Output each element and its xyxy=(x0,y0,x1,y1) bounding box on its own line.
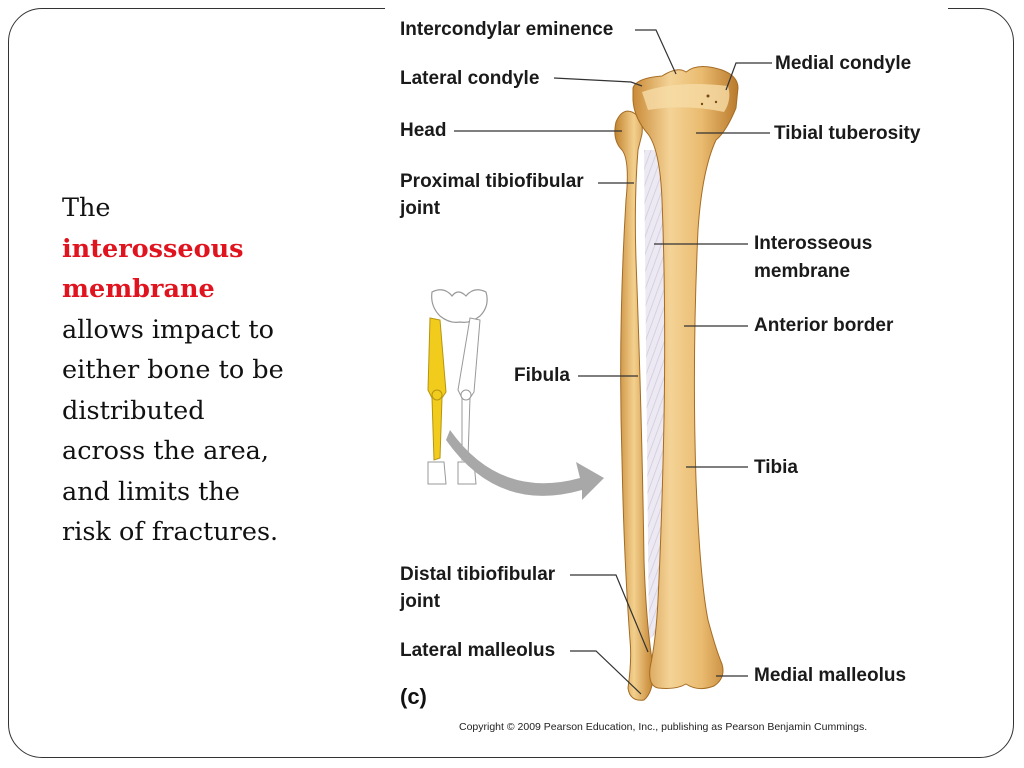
label-lateral-malleolus: Lateral malleolus xyxy=(400,640,556,661)
text-line: distributed xyxy=(62,395,205,426)
skeleton-inset xyxy=(427,289,604,500)
pelvis-icon xyxy=(431,289,488,323)
label-distal-joint-2: joint xyxy=(400,591,441,612)
text-intro: The xyxy=(62,193,111,223)
leg-bones-illustration xyxy=(454,29,772,701)
label-interosseous-2: membrane xyxy=(754,261,851,282)
text-line: allows impact to xyxy=(62,314,274,345)
label-tibia: Tibia xyxy=(754,457,798,478)
anatomy-figure: Intercondylar eminence Lateral condyle H… xyxy=(386,0,948,745)
label-fibula: Fibula xyxy=(514,365,570,386)
tibia-bone xyxy=(632,66,739,690)
label-interosseous-1: Interosseous xyxy=(754,233,873,254)
bone-pore xyxy=(706,94,710,98)
label-anterior-border: Anterior border xyxy=(754,315,894,336)
leader-distal-joint xyxy=(570,574,649,653)
foot-icon xyxy=(427,461,447,485)
fibula-bone xyxy=(614,110,654,701)
slide-body-text: The interosseous membrane allows impact … xyxy=(62,188,352,553)
label-medial-condyle: Medial condyle xyxy=(775,53,912,74)
label-intercondylar-eminence: Intercondylar eminence xyxy=(400,19,614,40)
bone-pore xyxy=(700,102,704,106)
tibial-plateau xyxy=(642,84,730,112)
leader-intercondylar xyxy=(635,29,677,75)
leader-lateral-condyle xyxy=(553,77,643,87)
leader-lines xyxy=(454,29,772,695)
panel-tag: (c) xyxy=(400,684,427,709)
pointer-arrow-icon xyxy=(446,430,604,500)
bone-pore xyxy=(714,100,718,104)
knee-icon xyxy=(460,389,472,401)
label-tibial-tuberosity: Tibial tuberosity xyxy=(774,123,921,144)
text-line: risk of fractures. xyxy=(62,517,279,547)
label-head: Head xyxy=(400,120,447,141)
label-proximal-joint-2: joint xyxy=(400,198,441,219)
leader-lateral-malleolus xyxy=(570,650,642,695)
text-line: across the area, xyxy=(62,436,269,466)
highlighted-leg-icon xyxy=(427,317,447,461)
text-highlight: interosseous membrane xyxy=(62,233,244,305)
text-line: and limits the xyxy=(62,476,240,507)
label-distal-joint-1: Distal tibiofibular xyxy=(400,564,556,585)
label-lateral-condyle: Lateral condyle xyxy=(400,68,540,89)
label-proximal-joint-1: Proximal tibiofibular xyxy=(400,171,584,192)
other-leg-icon xyxy=(457,317,481,461)
copyright-notice: Copyright © 2009 Pearson Education, Inc.… xyxy=(459,721,868,733)
text-line: either bone to be xyxy=(62,355,284,385)
knee-icon xyxy=(431,389,443,401)
leader-medial-condyle xyxy=(725,62,772,91)
label-medial-malleolus: Medial malleolus xyxy=(754,665,907,686)
